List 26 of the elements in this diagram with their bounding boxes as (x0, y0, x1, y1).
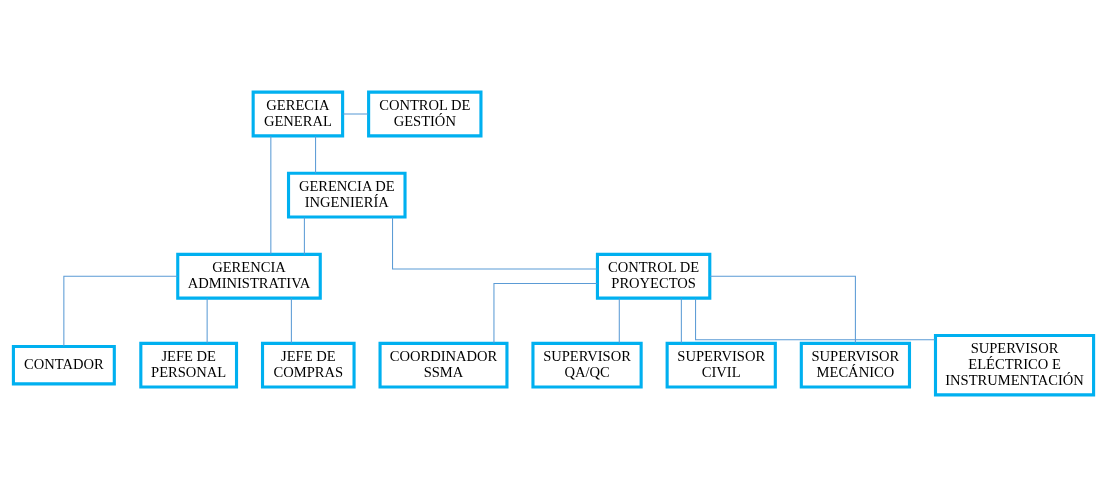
node-box: GERENCIA DE INGENIERÍA (286, 171, 407, 219)
node-box: GERENCIA ADMINISTRATIVA (176, 252, 322, 300)
node-box: CONTADOR (11, 344, 116, 385)
connector (680, 297, 682, 344)
node-box: CONTROL DE PROYECTOS (595, 252, 712, 300)
connector (392, 216, 598, 269)
connector (63, 275, 179, 347)
node-box: SUPERVISOR CIVIL (665, 341, 777, 389)
connector (695, 297, 936, 340)
node-box: SUPERVISOR ELÉCTRICO E INSTRUMENTACIÓN (933, 333, 1096, 396)
node-box: CONTROL DE GESTIÓN (367, 90, 483, 137)
node-box: JEFE DE COMPRAS (260, 341, 356, 389)
node-box: SUPERVISOR QA/QC (531, 341, 643, 389)
connector (493, 282, 598, 344)
connector (342, 113, 369, 114)
node-box: GERECIA GENERAL (251, 90, 345, 137)
node-box: COORDINADOR SSMA (378, 341, 509, 389)
connector (618, 297, 620, 344)
connector (270, 134, 272, 255)
connector (290, 297, 292, 344)
connector (709, 275, 856, 344)
node-box: JEFE DE PERSONAL (139, 341, 239, 389)
connector (303, 216, 305, 255)
connector (315, 135, 317, 174)
connector (206, 297, 208, 344)
node-box: SUPERVISOR MECÁNICO (799, 341, 912, 389)
